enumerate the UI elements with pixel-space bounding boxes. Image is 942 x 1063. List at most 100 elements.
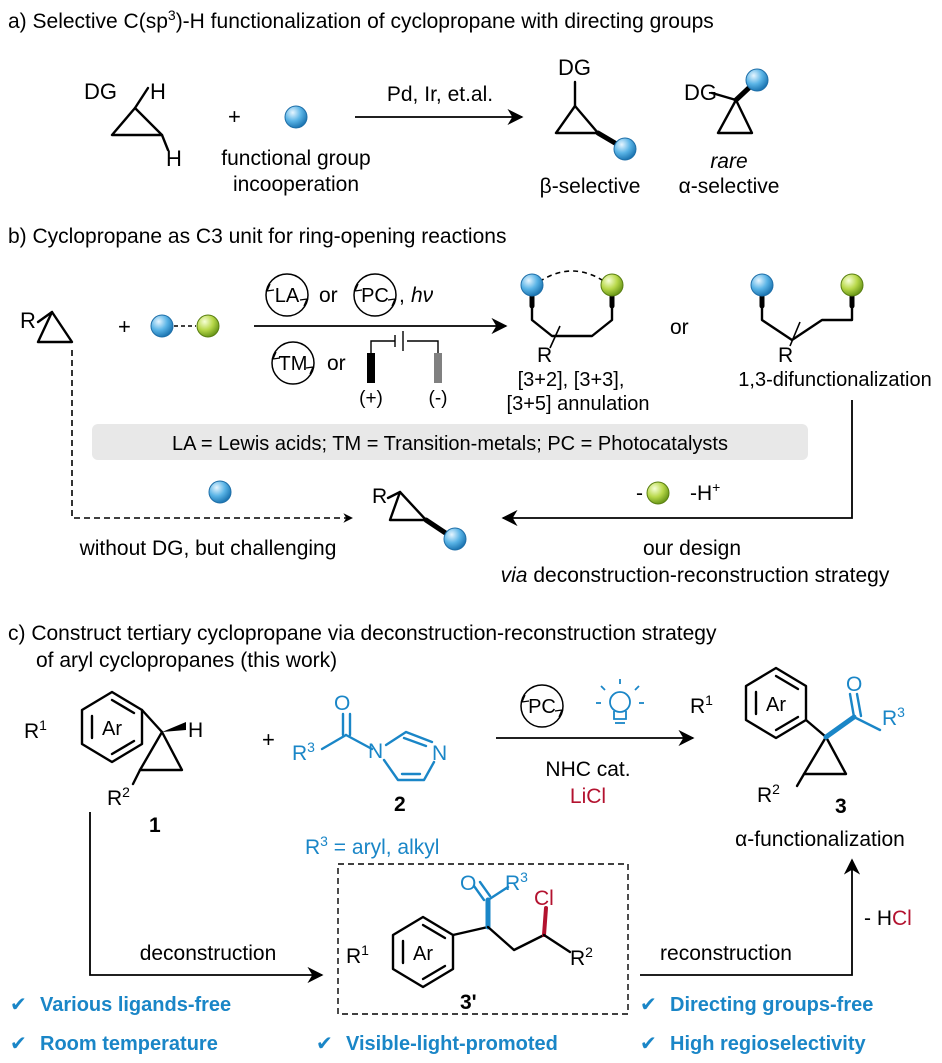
ball-pair-reagent (150, 314, 220, 338)
rare-label: rare (710, 150, 747, 173)
annulation-line1: [3+2], [3+3], (518, 369, 625, 391)
panel-c-title-1: c) Construct tertiary cyclopropane via d… (8, 622, 717, 645)
ar-label-3p: Ar (413, 943, 433, 965)
cmpd2-label: 2 (394, 793, 406, 816)
without-dg-label: without DG, but challenging (79, 537, 337, 560)
check-icon: ✔ (640, 994, 657, 1016)
beta-label: β-selective (540, 175, 641, 198)
alpha-func-label: α-functionalization (735, 828, 905, 851)
hv-label: hν (411, 284, 434, 307)
or-label-1: or (319, 284, 338, 307)
feature-visible-light: Visible-light-promoted (346, 1033, 558, 1055)
dg-label: DG (84, 79, 117, 104)
plus-b: + (118, 314, 131, 339)
deconstruction-label: deconstruction (140, 942, 277, 965)
r2-label-1: R2 (107, 784, 130, 810)
our-design-path (501, 400, 853, 527)
minus-h-label: -H+ (690, 479, 720, 505)
conditions-c: PC NHC cat. LiCl (496, 679, 695, 808)
comma: , (399, 284, 405, 307)
feature-room-temp: Room temperature (40, 1033, 218, 1055)
dg-label-beta: DG (558, 55, 591, 80)
intermediate-box (337, 863, 629, 1015)
beta-product: DG β-selective (540, 55, 641, 198)
feature-regioselectivity: High regioselectivity (670, 1033, 866, 1055)
n1-label: N (368, 740, 383, 763)
nhc-label: NHC cat. (545, 758, 630, 781)
reagent-line2: incooperation (233, 173, 359, 196)
panel-c: c) Construct tertiary cyclopropane via d… (8, 622, 912, 1055)
r3-label-3p: R3 (505, 869, 528, 895)
ball-green-removed (646, 481, 670, 505)
legend-box (92, 424, 808, 460)
cathode-label: (-) (429, 388, 448, 409)
reconstruction-arrow (640, 858, 861, 976)
pc-label-c: PC (528, 696, 556, 718)
hcl-label: - HCl (864, 907, 912, 930)
or-label-2: or (327, 352, 346, 375)
minus-label: - (636, 482, 643, 505)
functional-group-ball (284, 105, 308, 129)
lightbulb-icon (596, 679, 644, 724)
panel-a: a) Selective C(sp3)-H functionalization … (8, 7, 779, 198)
panel-b: b) Cyclopropane as C3 unit for ring-open… (8, 225, 932, 587)
r1-label-3p: R1 (346, 942, 369, 968)
compound-3: Ar R1 O R3 R2 3 α-functionalization (690, 666, 905, 851)
r2-label-3p: R2 (570, 944, 593, 970)
r3-label-2: R3 (292, 739, 315, 765)
r2-label-3: R2 (757, 781, 780, 807)
r-label-ann: R (537, 344, 552, 367)
tm-label: TM (279, 353, 308, 375)
alpha-product: DG rare α-selective (679, 68, 779, 198)
anode-label: (+) (359, 388, 383, 409)
panel-b-title: b) Cyclopropane as C3 unit for ring-open… (8, 225, 506, 248)
check-icon: ✔ (640, 1033, 657, 1055)
difunctional-product: R 1,3-difunctionalization (738, 273, 932, 391)
or-label-3: or (670, 316, 689, 339)
catalysts-label: Pd, Ir, et.al. (387, 83, 493, 106)
central-product: R (372, 485, 467, 551)
dg-cyclopropane: DG H H (84, 79, 182, 171)
compound-1: Ar R1 H R2 1 (24, 690, 203, 837)
check-icon: ✔ (10, 1033, 27, 1055)
cl-label-3p: Cl (534, 887, 554, 910)
dashed-path (71, 350, 353, 523)
legend-text: LA = Lewis acids; TM = Transition-metals… (172, 433, 728, 455)
ar-label-1: Ar (102, 718, 122, 740)
r-label-di: R (778, 344, 793, 367)
h-label-1: H (188, 719, 203, 742)
difunc-label: 1,3-difunctionalization (738, 369, 931, 391)
deconstruction-arrow (89, 812, 324, 984)
h-label-top: H (150, 79, 166, 104)
annulation-line2: [3+5] annulation (507, 393, 650, 415)
cmpd3-label: 3 (835, 795, 847, 818)
our-design-label: our design (643, 537, 741, 560)
h-label-bottom: H (166, 146, 182, 171)
r-label: R (20, 308, 36, 333)
n2-label: N (432, 742, 447, 765)
feature-list: ✔ Various ligands-free ✔ Directing group… (10, 994, 873, 1055)
intermediate-3p: Ar R1 O R3 Cl R2 3' (346, 869, 593, 1014)
pc-label-b: PC (361, 285, 389, 307)
plus-a: + (228, 104, 241, 129)
ar-label-3: Ar (766, 694, 786, 716)
r-label-center: R (372, 485, 387, 508)
electrode-cell: (+) (-) (359, 331, 447, 409)
feature-dg-free: Directing groups-free (670, 994, 873, 1016)
plus-c: + (262, 727, 275, 752)
licl-label: LiCl (570, 785, 606, 808)
reagent-line1: functional group (221, 147, 370, 170)
strategy-label: via deconstruction-reconstruction strate… (501, 564, 890, 587)
feature-ligands-free: Various ligands-free (40, 994, 231, 1016)
la-label: LA (275, 285, 300, 307)
r1-label-3: R1 (690, 692, 713, 718)
cmpd1-label: 1 (149, 814, 161, 837)
check-icon: ✔ (10, 994, 27, 1016)
panel-a-title: a) Selective C(sp3)-H functionalization … (8, 7, 714, 33)
conditions-b: LA or PC , hν TM or (+) (-) (254, 273, 508, 409)
o-label-3p: O (460, 872, 476, 895)
check-icon: ✔ (316, 1033, 333, 1055)
r3-label-3: R3 (882, 704, 905, 730)
cmpd3p-label: 3' (460, 991, 477, 1014)
